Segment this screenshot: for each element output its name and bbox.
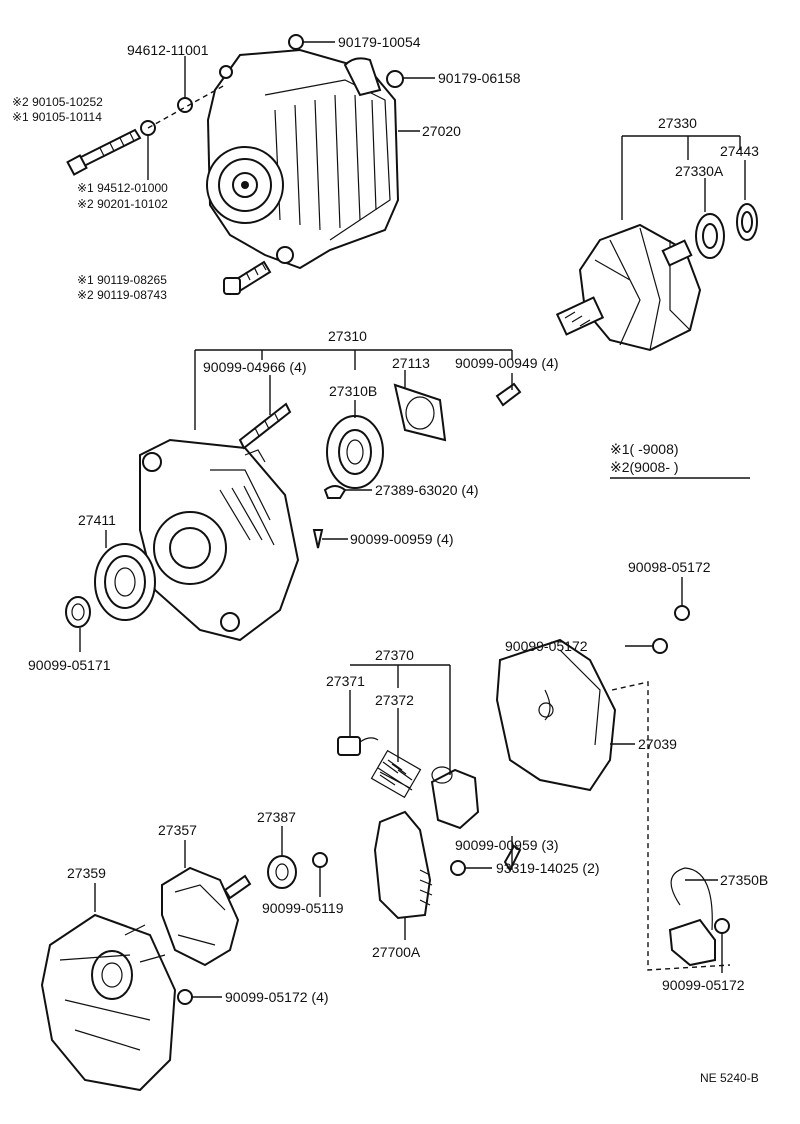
terminal-insulator <box>267 855 297 889</box>
label-27371: 27371 <box>326 673 365 689</box>
label-90099-05172-a: 90099-05172 <box>505 638 588 654</box>
label-27411: 27411 <box>78 512 116 528</box>
label-27330: 27330 <box>658 115 697 131</box>
rotor-assembly <box>555 203 758 352</box>
label-27389-63020: 27389-63020 (4) <box>375 482 479 498</box>
brush-spring <box>370 749 422 799</box>
label-90099-00959-3: 90099-00959 (3) <box>455 837 559 853</box>
legend-row-2: ※2(9008- ) <box>610 459 679 475</box>
rectifier-holder <box>161 866 252 967</box>
label-27370: 27370 <box>375 647 414 663</box>
label-90098-05172: 90098-05172 <box>628 559 711 575</box>
label-90099-05119: 90099-05119 <box>262 900 344 916</box>
label-90099-00959-4: 90099-00959 (4) <box>350 531 454 547</box>
label-27387: 27387 <box>257 809 296 825</box>
ic-regulator <box>668 867 716 967</box>
mounting-bolt <box>223 260 272 295</box>
leader-lines <box>79 41 750 998</box>
retainer-screw <box>495 382 522 407</box>
label-90099-04966: 90099-04966 (4) <box>203 359 307 375</box>
frame-bolt <box>312 529 324 549</box>
label-s2-90201-10102: ※2 90201-10102 <box>77 197 168 211</box>
through-bolt <box>66 128 142 176</box>
nut-90098-05172-icon <box>674 605 690 621</box>
label-27700A: 27700A <box>372 944 421 960</box>
label-27330A: 27330A <box>675 163 724 179</box>
label-s1-94512-01000: ※1 94512-01000 <box>77 181 168 195</box>
rear-housing <box>40 913 177 1092</box>
label-27020: 27020 <box>422 123 461 139</box>
label-90099-05172-4: 90099-05172 (4) <box>225 989 329 1005</box>
drive-end-bearing <box>326 415 384 489</box>
brush <box>337 736 379 756</box>
bearing-screw <box>323 485 347 499</box>
rear-end-cover <box>495 638 617 792</box>
label-27039: 27039 <box>638 736 677 752</box>
label-27350B: 27350B <box>720 872 768 888</box>
label-90099-05172-b: 90099-05172 <box>662 977 745 993</box>
label-90099-05171: 90099-05171 <box>28 657 111 673</box>
label-27310: 27310 <box>328 328 367 344</box>
label-27310B: 27310B <box>329 383 377 399</box>
label-s1-90105-10114: ※1 90105-10114 <box>12 110 102 124</box>
nut-90099-05119-icon <box>312 852 328 868</box>
label-s2-90105-10252: ※2 90105-10252 <box>12 95 103 109</box>
nut-90099-05172-b-icon <box>714 918 730 934</box>
label-s2-90119-08743: ※2 90119-08743 <box>77 288 167 302</box>
pulley-nut <box>65 596 91 628</box>
nut-90179-06158-icon <box>386 70 404 88</box>
nut-90099-05172-icon <box>652 638 668 654</box>
label-27357: 27357 <box>158 822 197 838</box>
spacer-93319-icon <box>450 860 466 876</box>
nut-90179-10054-icon <box>288 34 304 50</box>
legend-row-1: ※1( -9008) <box>610 441 679 457</box>
label-27443: 27443 <box>720 143 759 159</box>
regulator-cover <box>373 810 433 920</box>
label-27372: 27372 <box>375 692 414 708</box>
drive-end-frame <box>139 438 300 642</box>
label-90179-10054: 90179-10054 <box>338 34 421 50</box>
brush-holder <box>430 766 480 830</box>
label-93319-14025: 93319-14025 (2) <box>496 860 600 876</box>
pulley <box>94 543 156 621</box>
label-s1-90119-08265: ※1 90119-08265 <box>77 273 167 287</box>
alternator-assembly <box>206 48 400 270</box>
diagram-code: NE 5240-B <box>700 1071 759 1085</box>
bearing-retainer <box>393 383 447 442</box>
label-90179-06158: 90179-06158 <box>438 70 521 86</box>
label-27113: 27113 <box>392 355 430 371</box>
label-90099-00949: 90099-00949 (4) <box>455 355 559 371</box>
label-94612-11001: 94612-11001 <box>127 42 209 58</box>
label-27359: 27359 <box>67 865 106 881</box>
nut-90099-05172-4-icon <box>177 989 193 1005</box>
frame-screw <box>238 402 292 450</box>
